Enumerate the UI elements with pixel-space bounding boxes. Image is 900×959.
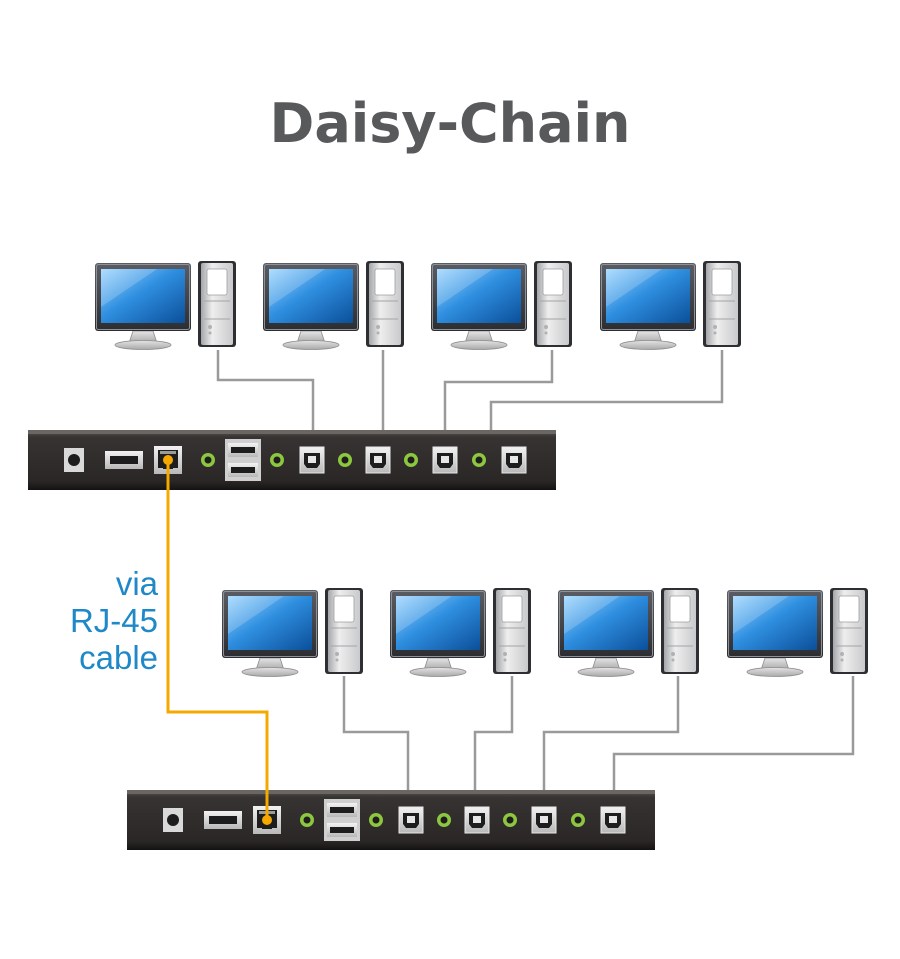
pc-tower-icon — [703, 261, 741, 347]
led-icon — [503, 813, 517, 827]
devices-layer — [28, 261, 868, 850]
usb-cable — [216, 350, 315, 446]
usb-b-port-icon — [398, 806, 424, 834]
pc-tower-icon — [366, 261, 404, 347]
cable-label-rj45: RJ-45 — [69, 602, 158, 639]
power-jack-icon — [64, 448, 84, 472]
led-icon — [472, 453, 486, 467]
usb-b-port-icon — [600, 806, 626, 834]
monitor-icon — [222, 590, 318, 677]
pc-tower-icon — [661, 588, 699, 674]
usb-b-port-icon — [432, 446, 458, 474]
monitor-icon — [727, 590, 823, 677]
usb-cable — [473, 676, 514, 806]
usb-cable — [489, 350, 724, 446]
pc-tower-icon — [325, 588, 363, 674]
cable-label-cable: cable — [79, 639, 158, 676]
usb-cable — [542, 676, 680, 806]
usb-cable — [612, 676, 855, 806]
diagram-title: Daisy-Chain — [269, 92, 631, 155]
monitor-icon — [95, 263, 191, 350]
pc-tower-icon — [534, 261, 572, 347]
pc-tower-icon — [830, 588, 868, 674]
rj45-cable-end — [262, 815, 272, 825]
monitor-icon — [558, 590, 654, 677]
usb-b-port-icon — [464, 806, 490, 834]
rj45-cable-end — [163, 455, 173, 465]
cable-label-via: via — [115, 565, 158, 602]
led-icon — [270, 453, 284, 467]
usb-cable — [443, 350, 554, 446]
rj45-cable-line — [166, 460, 269, 820]
monitor-icon — [431, 263, 527, 350]
led-icon — [571, 813, 585, 827]
led-icon — [300, 813, 314, 827]
kvm-switch-bottom — [127, 790, 655, 850]
led-icon — [369, 813, 383, 827]
usb-b-port-icon — [531, 806, 557, 834]
pc-tower-icon — [198, 261, 236, 347]
cable-label: via RJ-45 cable — [40, 565, 158, 676]
power-jack-icon — [163, 808, 183, 832]
usb-a-port-icon — [204, 811, 242, 829]
usb-b-port-icon — [365, 446, 391, 474]
led-icon — [201, 453, 215, 467]
led-icon — [338, 453, 352, 467]
rj45-daisy-chain-cable — [163, 455, 272, 825]
usb-b-port-icon — [501, 446, 527, 474]
kvm-switch-top — [28, 430, 556, 490]
monitor-icon — [600, 263, 696, 350]
usb-a-port-icon — [105, 451, 143, 469]
pc-tower-icon — [493, 588, 531, 674]
cables-layer — [216, 350, 855, 806]
monitor-icon — [263, 263, 359, 350]
led-icon — [404, 453, 418, 467]
usb-a-port-icon — [324, 799, 360, 841]
usb-b-port-icon — [299, 446, 325, 474]
usb-cable — [342, 676, 410, 806]
usb-a-port-icon — [225, 439, 261, 481]
monitor-icon — [390, 590, 486, 677]
led-icon — [437, 813, 451, 827]
